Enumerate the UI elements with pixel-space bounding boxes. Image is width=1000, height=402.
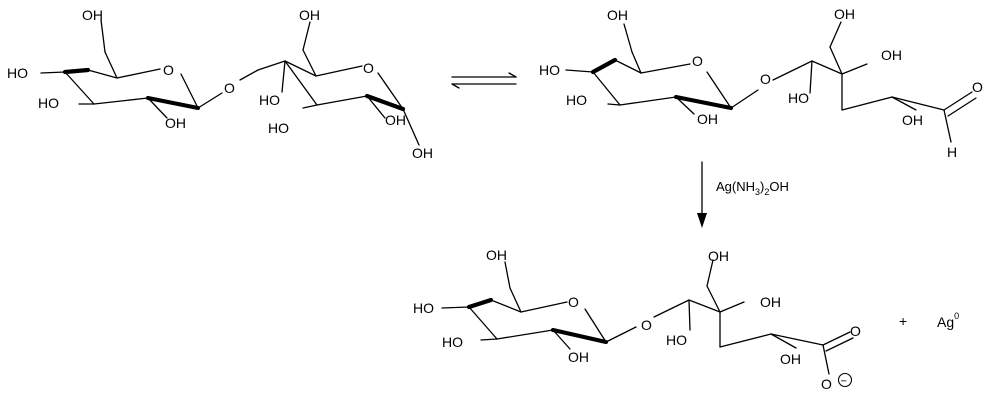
oh-label: OH: [708, 248, 729, 264]
ring-oxygen-label: O: [692, 53, 703, 69]
carboxylate-oxygen-label: O: [821, 376, 832, 392]
ho-label: HO: [7, 65, 28, 81]
oh-label: OH: [780, 351, 801, 367]
ring-oxygen-label: O: [363, 60, 374, 76]
open-chain-disaccharide: OH O HO HO OH O OH OH HO OH O H: [539, 6, 983, 160]
oxidation-arrow: [697, 161, 707, 228]
cyclic-disaccharide: OH HO O HO OH O OH O HO HO OH OH: [7, 7, 433, 161]
oh-label: OH: [165, 115, 186, 131]
open-chain-unit: [772, 21, 977, 143]
negative-charge-icon: −: [837, 372, 853, 388]
glycosidic-oxygen-label: O: [641, 317, 652, 333]
glycosidic-oxygen-label: O: [224, 80, 235, 96]
oh-label: OH: [486, 247, 507, 263]
oh-label: OH: [697, 111, 718, 127]
reagent-label: Ag(NH3)2OH: [716, 179, 789, 197]
left-glucose-ring: [441, 261, 637, 350]
ho-label: HO: [666, 332, 687, 348]
left-glucose-ring: [565, 23, 759, 115]
carbonyl-oxygen-label: O: [972, 79, 983, 95]
ho-label: HO: [539, 62, 560, 78]
ring-oxygen-label: O: [568, 294, 579, 310]
oh-label: OH: [299, 7, 320, 23]
ho-label: HO: [566, 92, 587, 108]
aldehyde-hydrogen-label: H: [947, 144, 957, 160]
plus-sign: +: [899, 313, 907, 329]
gluconate-unit: [653, 259, 854, 375]
oh-label: OH: [568, 349, 589, 365]
negative-charge-sign: −: [841, 376, 847, 388]
oh-label: OH: [412, 145, 433, 161]
right-glucose-ring: [239, 21, 420, 146]
glycosidic-oxygen-label: O: [760, 71, 771, 87]
ho-label: HO: [268, 120, 289, 136]
oh-label: OH: [760, 294, 781, 310]
ho-label: HO: [259, 92, 280, 108]
oh-label: OH: [834, 6, 855, 22]
oh-label: OH: [881, 47, 902, 63]
ho-label: HO: [788, 90, 809, 106]
oh-label: OH: [82, 7, 103, 23]
ho-label: HO: [38, 95, 59, 111]
silver-product-label: Ag0: [937, 311, 959, 330]
equilibrium-arrow: [451, 72, 517, 89]
ho-label: HO: [413, 300, 434, 316]
product-disaccharide: OH O HO HO OH O OH OH HO OH O O −: [413, 247, 861, 392]
left-glucose-ring: [40, 19, 223, 119]
ho-label: HO: [442, 334, 463, 350]
ring-oxygen-label: O: [163, 62, 174, 78]
oh-label: OH: [607, 7, 628, 23]
carbonyl-oxygen-label: O: [850, 323, 861, 339]
oh-label: OH: [385, 112, 406, 128]
oh-label: OH: [902, 112, 923, 128]
